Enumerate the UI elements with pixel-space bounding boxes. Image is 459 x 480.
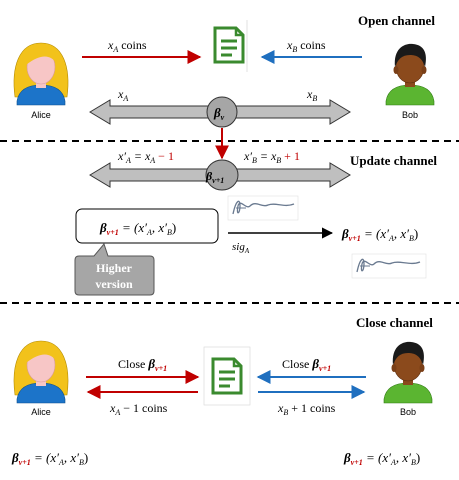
close-left-label: Close βv+1 [118, 356, 167, 373]
alice-avatar-icon [13, 42, 69, 106]
alice-final-state: βv+1 = (x′A, x′B) [11, 450, 88, 467]
bob-label-close: Bob [400, 407, 416, 417]
xa-update-eq: x′A = xA − 1 [117, 149, 174, 165]
open-channel-title: Open channel [358, 13, 435, 28]
document-icon-close [211, 357, 243, 395]
bob-payout-label: xB + 1 coins [277, 401, 336, 417]
signature-image-a [227, 195, 299, 221]
bob-label: Bob [402, 110, 418, 120]
bar-left-label: xA [117, 87, 128, 103]
alice-payout-label: xA − 1 coins [109, 401, 168, 417]
close-channel-title: Close channel [356, 315, 433, 330]
close-right-label: Close βv+1 [282, 356, 331, 373]
bar-right-label: xB [306, 87, 317, 103]
callout-line1: Higher [96, 261, 133, 275]
higher-version-callout [74, 242, 155, 296]
bob-final-state: βv+1 = (x′A, x′B) [343, 450, 420, 467]
state-node-v [206, 96, 238, 128]
bob-avatar-icon-close [383, 341, 433, 404]
alice-label: Alice [31, 110, 51, 120]
alice-coins-label: xA coins [107, 38, 147, 54]
bob-coins-label: xB coins [286, 38, 326, 54]
callout-line2: version [95, 277, 133, 291]
state-box [75, 208, 219, 244]
alice-avatar-icon-close [13, 340, 69, 404]
beta-v-label: βv [213, 105, 225, 122]
xb-update-eq: x′B = xB + 1 [243, 149, 300, 165]
alice-label-close: Alice [31, 407, 51, 417]
state-node-v1 [205, 159, 239, 191]
state-box-text: βv+1 = (x′A, x′B) [99, 220, 176, 237]
sig-a-label: sigA [232, 241, 250, 255]
update-channel-title: Update channel [350, 153, 437, 168]
bob-avatar-icon [385, 43, 435, 106]
document-icon [213, 26, 245, 64]
beta-v1-label: βv+1 [205, 169, 224, 185]
signature-image-b [351, 253, 427, 279]
received-state-text: βv+1 = (x′A, x′B) [341, 226, 418, 243]
